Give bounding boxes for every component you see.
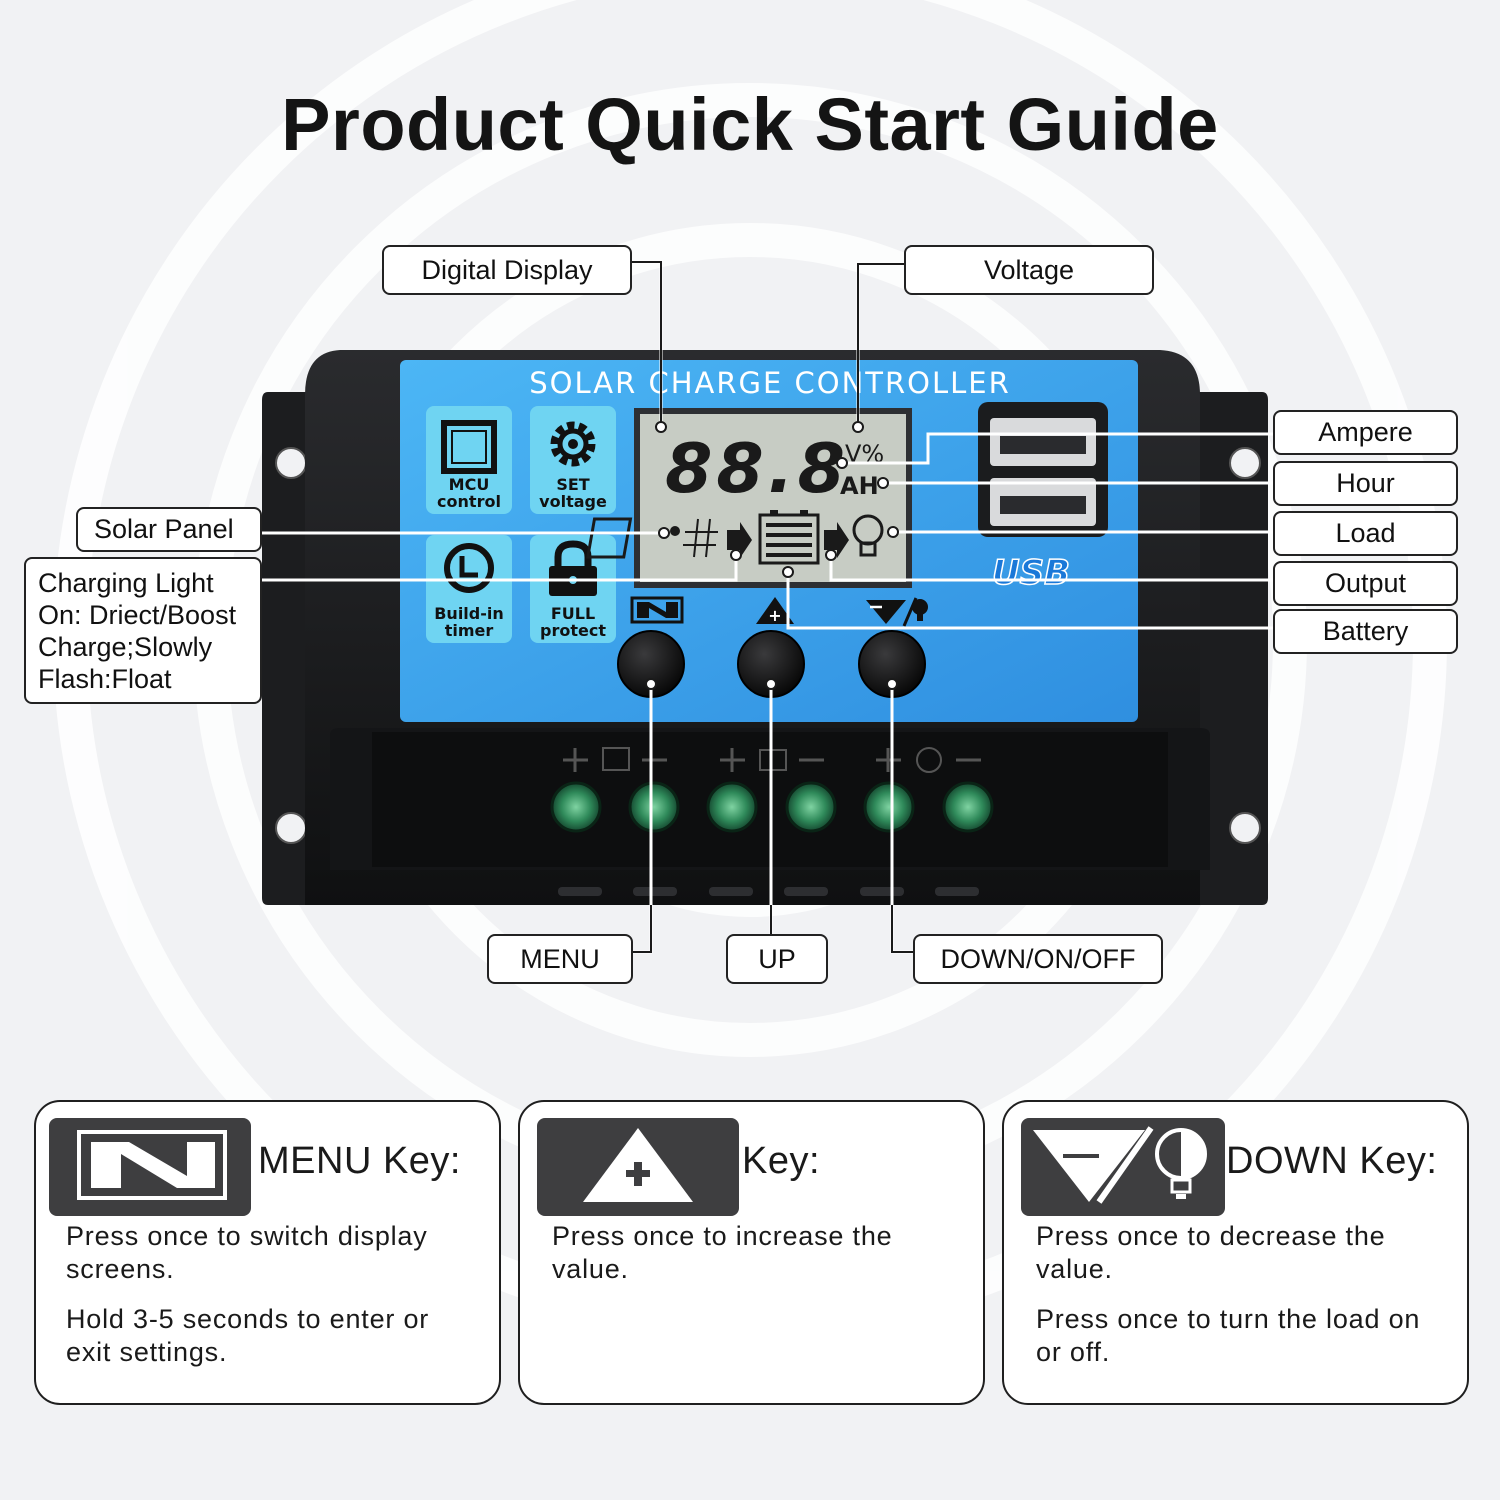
device-header: SOLAR CHARGE CONTROLLER — [529, 366, 1011, 400]
up-key-description: Press once to increase the value. — [552, 1221, 893, 1284]
mounting-ear-right — [1195, 392, 1268, 905]
feature-tile-mcu: MCU control — [426, 406, 512, 514]
terminal-polarity-marks — [563, 747, 981, 773]
svg-text:SET: SET — [556, 475, 589, 494]
feature-tile-set-voltage: SET voltage — [530, 406, 616, 514]
up-symbol-icon: + — [756, 597, 794, 625]
lcd-battery-icon — [758, 510, 820, 565]
callout-charging-light: Charging Light On: Driect/Boost Charge;S… — [24, 557, 262, 704]
svg-text:voltage: voltage — [539, 492, 607, 511]
gear-icon — [550, 421, 596, 467]
menu-key-icon — [49, 1118, 251, 1216]
lcd-unit-ah: AH — [840, 472, 879, 500]
callout-hour: Hour — [1273, 461, 1458, 506]
lcd-arrow-icon — [824, 522, 849, 558]
svg-text:protect: protect — [540, 621, 606, 640]
lcd-display: 88.8 V% AH — [586, 408, 912, 588]
svg-text:control: control — [437, 492, 501, 511]
callout-voltage: Voltage — [904, 245, 1154, 295]
callout-solar-panel: Solar Panel — [76, 507, 262, 552]
up-key-title: Key: — [742, 1140, 821, 1182]
menu-key-description: Press once to switch display screens. Ho… — [66, 1221, 430, 1367]
callout-ampere: Ampere — [1273, 410, 1458, 455]
up-key-card: Key: Press once to increase the value. — [518, 1100, 985, 1405]
menu-key-card: MENU Key: Press once to switch display s… — [34, 1100, 501, 1405]
usb-ports — [978, 402, 1108, 537]
callout-digital-display: Digital Display — [382, 245, 632, 295]
svg-text:+: + — [768, 606, 781, 625]
usb-label: USB — [992, 553, 1070, 593]
menu-key-title: MENU Key: — [258, 1140, 461, 1182]
lcd-solar-panel-icon — [586, 517, 718, 559]
down-symbol-icon — [866, 597, 928, 627]
menu-symbol-icon — [630, 596, 684, 624]
lcd-arrow-icon — [727, 522, 752, 558]
chip-icon — [441, 420, 497, 474]
feature-tile-timer: Build-in timer — [426, 535, 512, 643]
svg-text:Build-in: Build-in — [434, 604, 504, 623]
callout-output: Output — [1273, 561, 1458, 606]
down-key-card: DOWN Key: Press once to decrease the val… — [1002, 1100, 1469, 1405]
lcd-bulb-icon — [852, 514, 884, 557]
callout-up: UP — [726, 934, 828, 984]
vent-slots — [558, 887, 979, 896]
callout-load: Load — [1273, 511, 1458, 556]
feature-tile-protect: FULL protect — [530, 535, 616, 643]
down-key-title: DOWN Key: — [1226, 1140, 1438, 1182]
up-key-icon — [537, 1118, 739, 1216]
page-title: Product Quick Start Guide — [281, 83, 1219, 166]
down-key-icon — [1021, 1118, 1225, 1216]
down-key-description: Press once to decrease the value. Press … — [1036, 1221, 1421, 1367]
callout-down-on-off: DOWN/ON/OFF — [913, 934, 1163, 984]
clock-icon — [444, 543, 494, 593]
leader-lines — [262, 260, 1273, 954]
svg-text:MCU: MCU — [449, 475, 490, 494]
terminal-screws — [550, 781, 994, 833]
lcd-digits: 88.8 — [665, 430, 849, 509]
svg-text:timer: timer — [445, 621, 494, 640]
svg-text:FULL: FULL — [551, 604, 595, 623]
callout-battery: Battery — [1273, 609, 1458, 654]
callout-menu: MENU — [487, 934, 633, 984]
